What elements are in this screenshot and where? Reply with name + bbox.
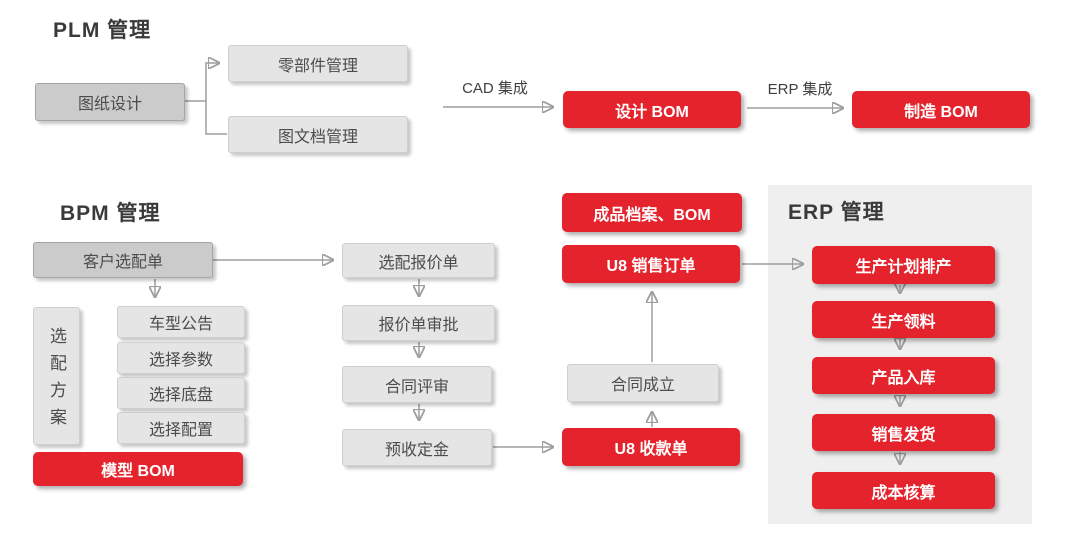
node-drawing-doc-management: 图文档管理 (228, 116, 408, 153)
node-design-bom: 设计 BOM (563, 91, 741, 128)
node-vehicle-model-notice: 车型公告 (117, 306, 245, 338)
plm-section-title: PLM 管理 (53, 19, 152, 42)
node-drawing-design: 图纸设计 (35, 83, 185, 121)
node-select-parameters: 选择参数 (117, 342, 245, 374)
node-quotation-approval: 报价单审批 (342, 305, 495, 341)
erp-section-title: ERP 管理 (788, 201, 885, 224)
bpm-section-title: BPM 管理 (60, 202, 161, 225)
node-manufacturing-bom: 制造 BOM (852, 91, 1030, 128)
erp-panel (768, 185, 1032, 524)
node-product-warehousing: 产品入库 (812, 357, 995, 394)
node-production-material-picking: 生产领料 (812, 301, 995, 338)
node-finished-product-archive-bom: 成品档案、BOM (562, 193, 742, 232)
node-customer-config-order: 客户选配单 (33, 242, 213, 278)
node-cost-accounting: 成本核算 (812, 472, 995, 509)
node-select-configuration: 选择配置 (117, 412, 245, 444)
node-model-bom: 模型 BOM (33, 452, 243, 486)
node-parts-management: 零部件管理 (228, 45, 408, 82)
node-u8-sales-order: U8 销售订单 (562, 245, 740, 283)
erp-integration-label: ERP 集成 (767, 81, 833, 98)
node-config-plan: 选配方案 (33, 307, 80, 445)
node-advance-deposit: 预收定金 (342, 429, 492, 466)
node-u8-receipt: U8 收款单 (562, 428, 740, 466)
node-select-chassis: 选择底盘 (117, 377, 245, 409)
node-production-plan-scheduling: 生产计划排产 (812, 246, 995, 284)
node-config-quotation: 选配报价单 (342, 243, 495, 278)
cad-integration-label: CAD 集成 (462, 80, 528, 97)
node-contract-established: 合同成立 (567, 364, 719, 402)
node-sales-delivery: 销售发货 (812, 414, 995, 451)
node-contract-review: 合同评审 (342, 366, 492, 403)
